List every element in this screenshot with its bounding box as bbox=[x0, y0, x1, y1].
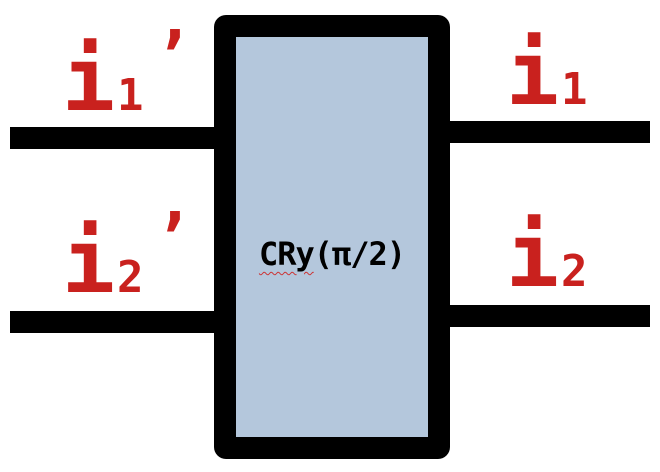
input-label-1-main: i bbox=[62, 28, 115, 131]
input-label-2-main: i bbox=[62, 210, 115, 313]
gate-label: CRy(π/2) bbox=[236, 235, 428, 273]
output-label-1: i1 bbox=[506, 30, 587, 118]
output-label-2-subscript: 2 bbox=[560, 246, 588, 297]
input-label-2-subscript: 2 bbox=[116, 252, 144, 303]
gate-name: CRy bbox=[258, 235, 315, 273]
output-wire-1 bbox=[448, 121, 650, 143]
output-wire-2 bbox=[448, 305, 650, 327]
input-wire-2 bbox=[10, 311, 216, 333]
output-label-1-main: i bbox=[506, 22, 559, 125]
output-label-2-main: i bbox=[506, 204, 559, 307]
input-label-1-subscript: 1 bbox=[116, 70, 144, 121]
input-wire-1 bbox=[10, 127, 216, 149]
output-label-1-subscript: 1 bbox=[560, 64, 588, 115]
input-label-2: i2’ bbox=[62, 207, 192, 306]
cry-gate-box: CRy(π/2) bbox=[214, 15, 450, 459]
input-label-1-prime: ’ bbox=[153, 20, 193, 94]
gate-parameter: (π/2) bbox=[313, 235, 406, 273]
input-label-2-prime: ’ bbox=[153, 202, 193, 276]
output-label-2: i2 bbox=[506, 212, 587, 300]
input-label-1: i1’ bbox=[62, 25, 192, 124]
